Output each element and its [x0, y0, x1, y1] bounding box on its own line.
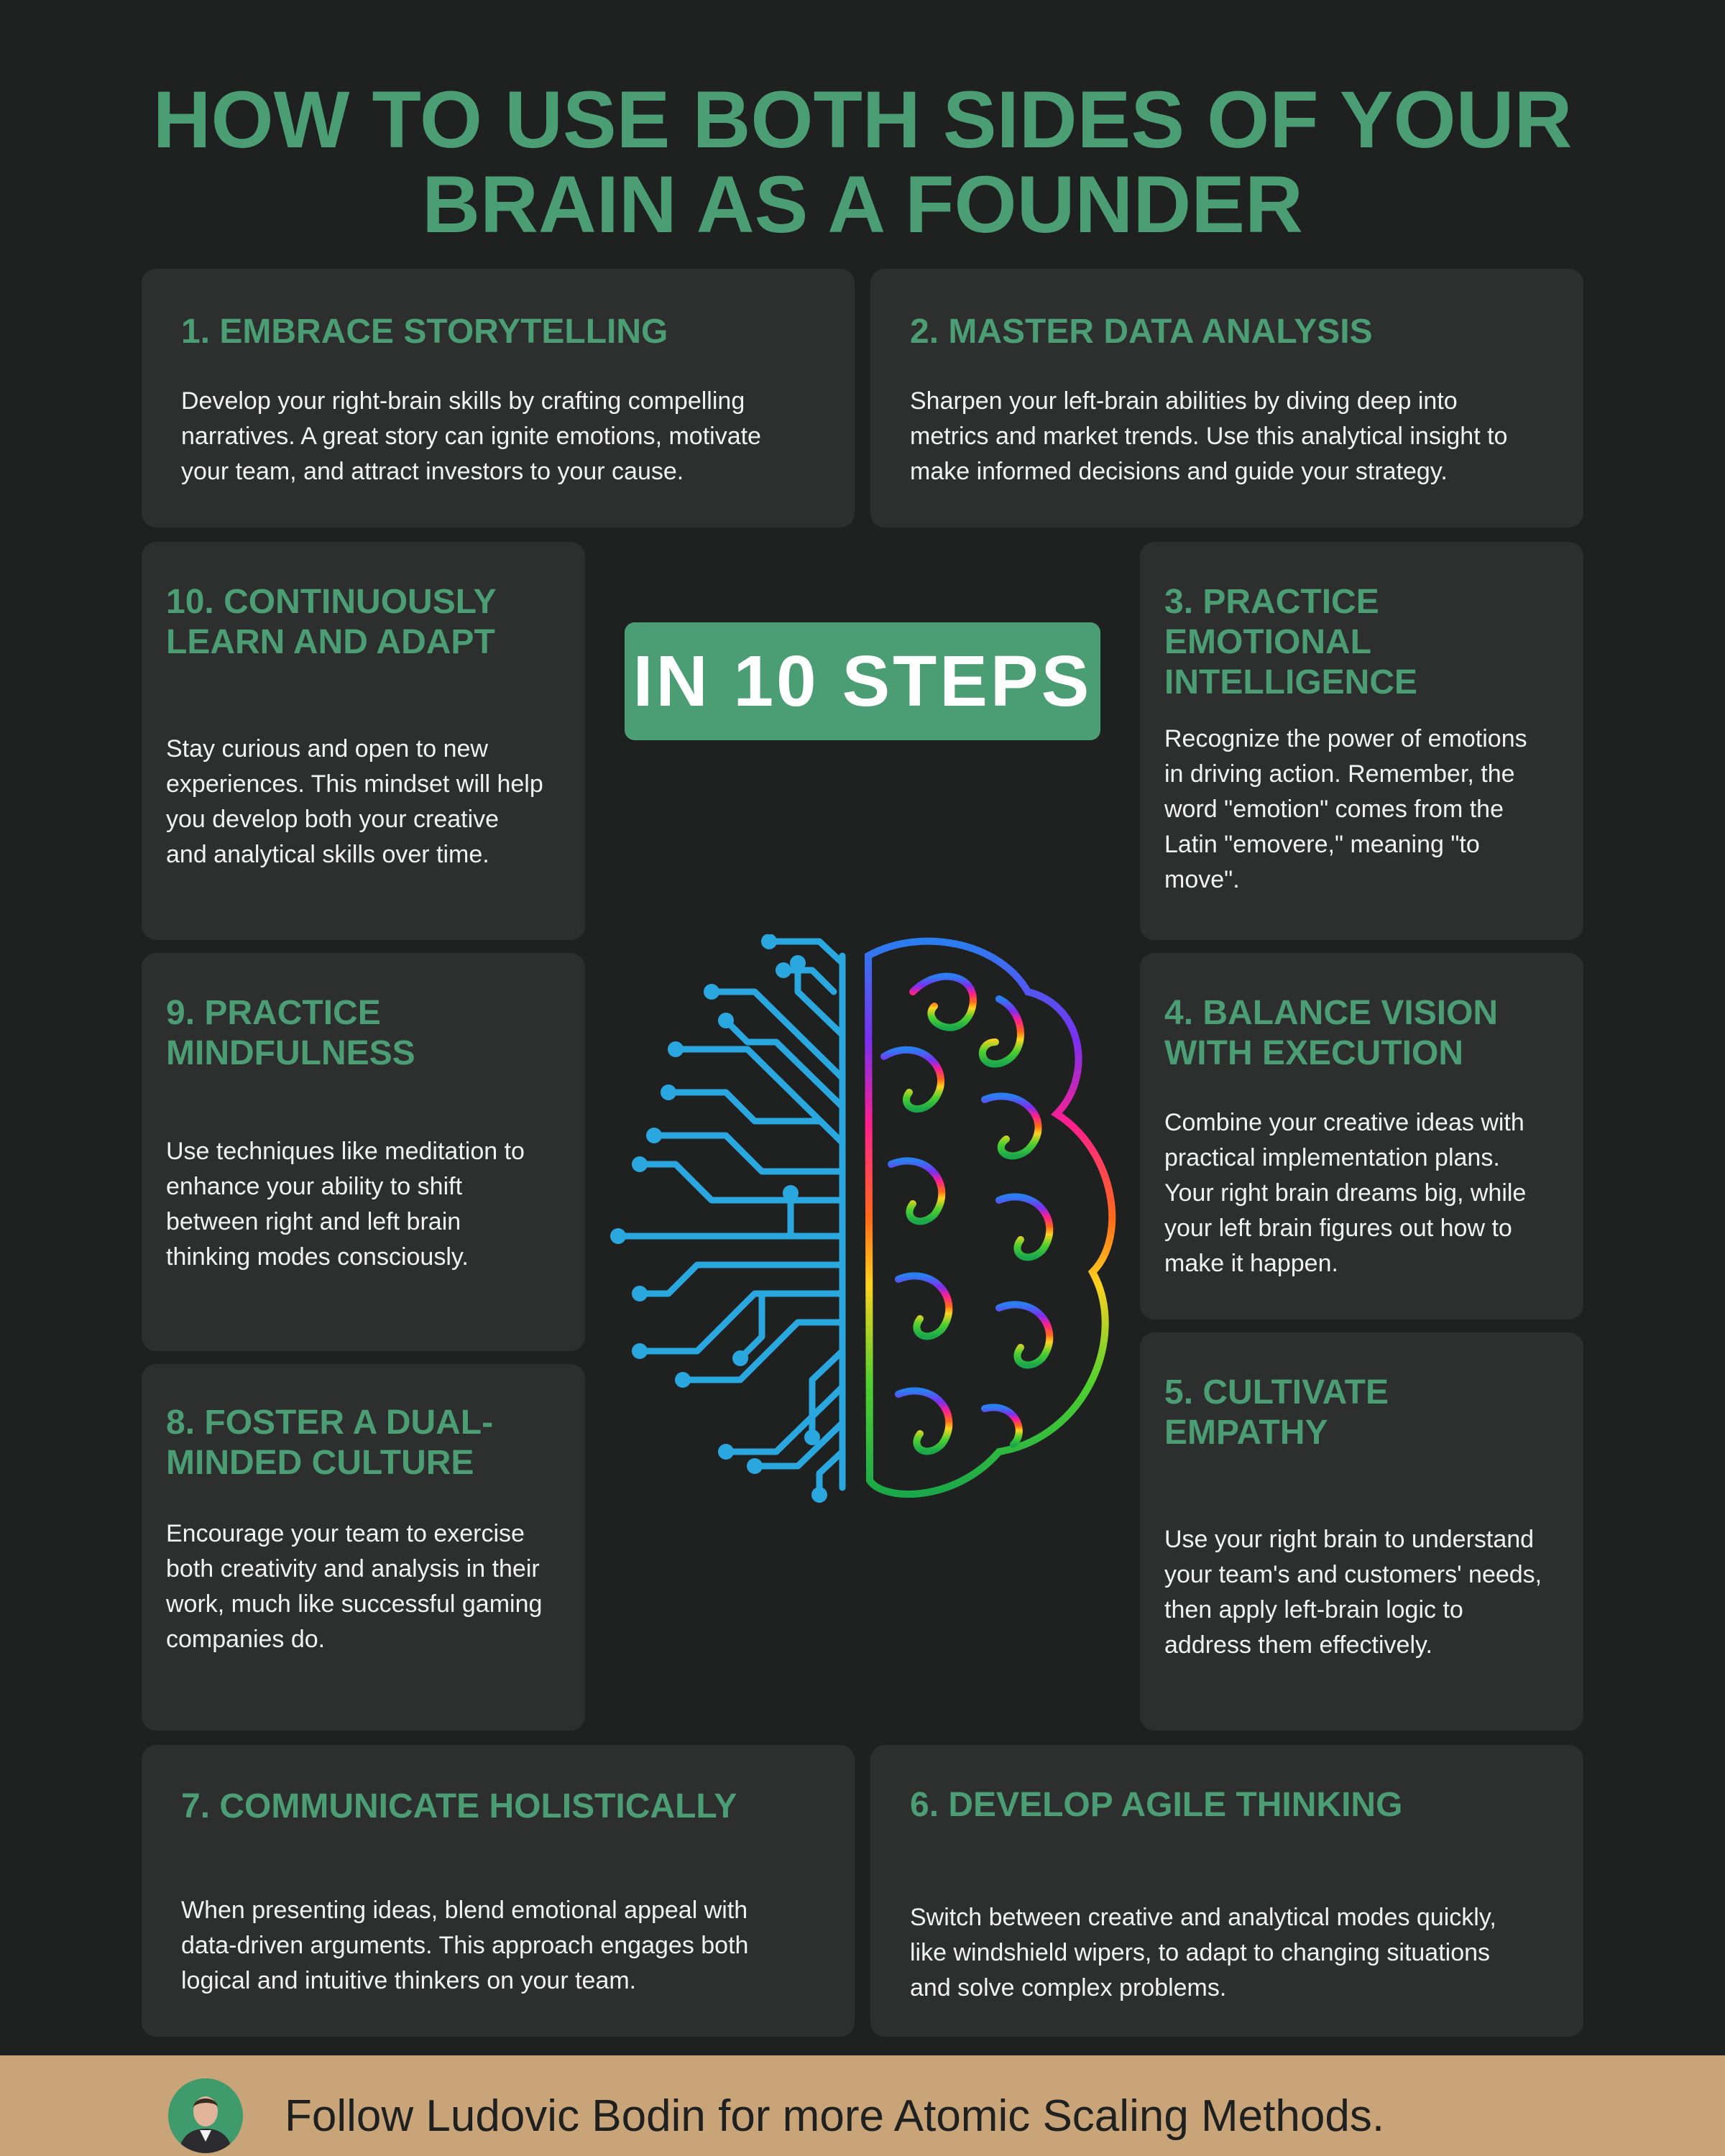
- step-description: Use techniques like meditation to enhanc…: [166, 1138, 525, 1271]
- footer-bar: [0, 2055, 1725, 2156]
- step-card-7: 7. COMMUNICATE HOLISTICALLY When present…: [142, 1745, 855, 2037]
- step-title: 3. PRACTICE EMOTIONAL INTELLIGENCE: [1164, 583, 1418, 701]
- step-title: 10. CONTINUOUSLY LEARN AND ADAPT: [166, 583, 497, 661]
- step-description: Recognize the power of emotions in drivi…: [1164, 725, 1527, 893]
- step-description: Stay curious and open to new experiences…: [166, 735, 543, 868]
- page-title-line-2: BRAIN AS A FOUNDER: [422, 160, 1303, 249]
- step-description: Switch between creative and analytical m…: [910, 1904, 1496, 2001]
- step-card-1: 1. EMBRACE STORYTELLING Develop your rig…: [142, 269, 855, 528]
- step-card-3: 3. PRACTICE EMOTIONAL INTELLIGENCE Recog…: [1140, 542, 1583, 940]
- step-card-10: 10. CONTINUOUSLY LEARN AND ADAPT Stay cu…: [142, 542, 585, 940]
- step-title: 5. CULTIVATE EMPATHY: [1164, 1373, 1389, 1452]
- step-title: 7. COMMUNICATE HOLISTICALLY: [181, 1787, 737, 1825]
- step-description: Combine your creative ideas with practic…: [1164, 1109, 1527, 1277]
- page-title: HOW TO USE BOTH SIDES OF YOUR BRAIN AS A…: [0, 78, 1725, 247]
- step-description: Use your right brain to understand your …: [1164, 1526, 1542, 1659]
- step-title: 6. DEVELOP AGILE THINKING: [910, 1786, 1403, 1824]
- step-card-5: 5. CULTIVATE EMPATHY Use your right brai…: [1140, 1332, 1583, 1731]
- step-description: Develop your right-brain skills by craft…: [181, 387, 761, 485]
- steps-badge: IN 10 STEPS: [625, 622, 1100, 740]
- footer-cta-text[interactable]: Follow Ludovic Bodin for more Atomic Sca…: [285, 2091, 1385, 2141]
- step-title: 1. EMBRACE STORYTELLING: [181, 313, 668, 351]
- step-title: 8. FOSTER A DUAL- MINDED CULTURE: [166, 1404, 494, 1482]
- step-description: Sharpen your left-brain abilities by div…: [910, 387, 1508, 485]
- avatar-portrait-icon: [168, 2078, 243, 2153]
- step-card-2: 2. MASTER DATA ANALYSIS Sharpen your lef…: [870, 269, 1583, 528]
- step-title: 2. MASTER DATA ANALYSIS: [910, 313, 1373, 351]
- step-card-9: 9. PRACTICE MINDFULNESS Use techniques l…: [142, 953, 585, 1351]
- step-card-8: 8. FOSTER A DUAL- MINDED CULTURE Encoura…: [142, 1364, 585, 1731]
- avatar[interactable]: [168, 2078, 243, 2153]
- step-card-6: 6. DEVELOP AGILE THINKING Switch between…: [870, 1745, 1583, 2037]
- step-description: Encourage your team to exercise both cre…: [166, 1520, 543, 1653]
- step-title: 9. PRACTICE MINDFULNESS: [166, 994, 415, 1072]
- brain-icon: [610, 934, 1116, 1503]
- step-title: 4. BALANCE VISION WITH EXECUTION: [1164, 994, 1499, 1072]
- page-title-line-1: HOW TO USE BOTH SIDES OF YOUR: [152, 75, 1573, 165]
- step-description: When presenting ideas, blend emotional a…: [181, 1897, 749, 1994]
- step-card-4: 4. BALANCE VISION WITH EXECUTION Combine…: [1140, 953, 1583, 1319]
